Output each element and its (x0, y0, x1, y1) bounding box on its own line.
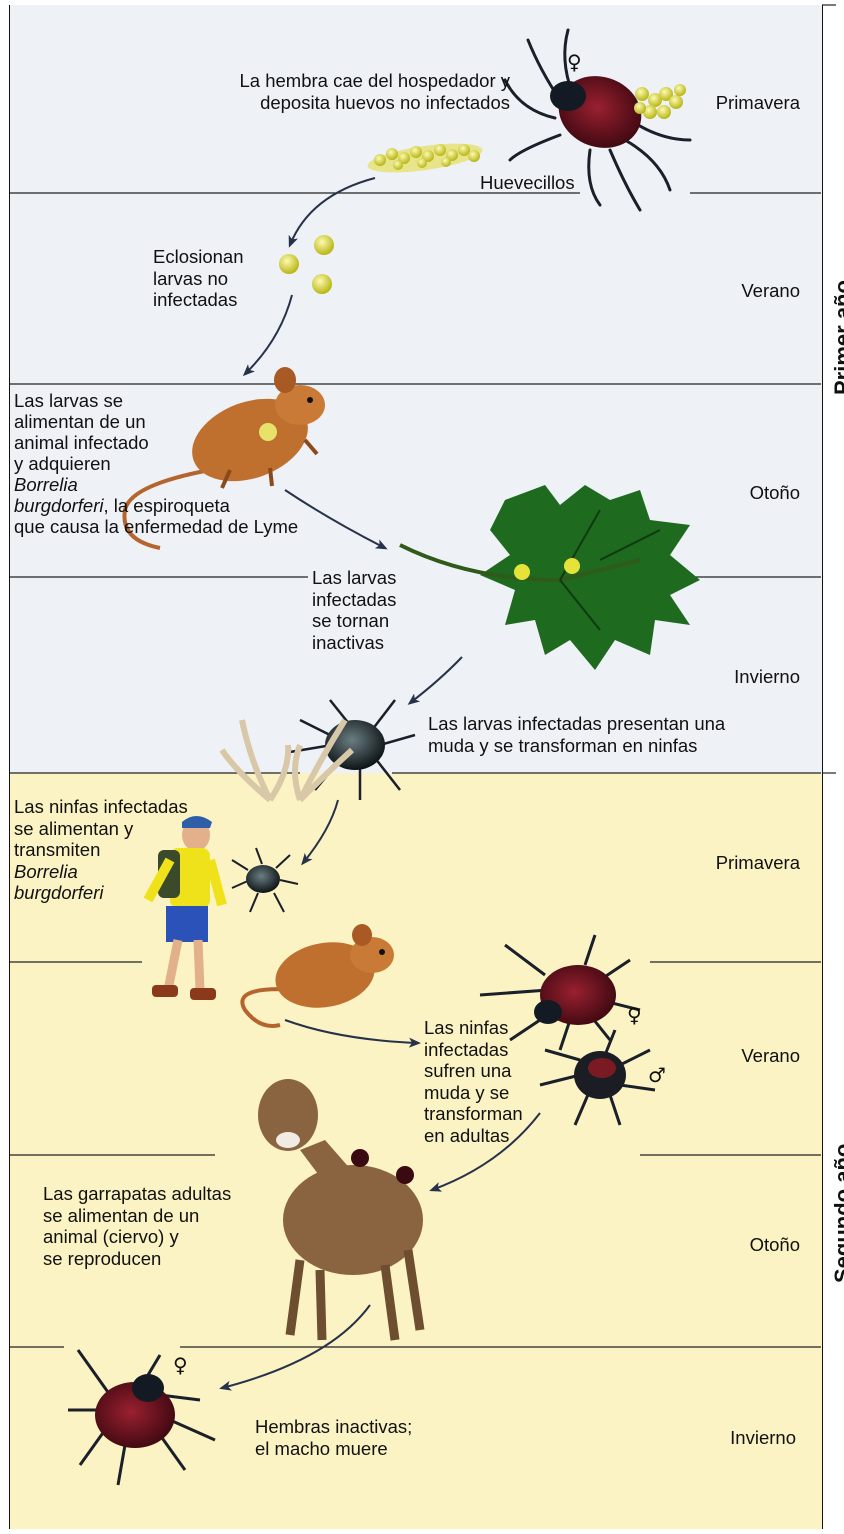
laid-eggs (634, 84, 686, 119)
label-nymph-molt-line1: Las ninfas (424, 1017, 509, 1038)
small-nymph-tick (231, 847, 299, 913)
season-y2-winter: Invierno (730, 1427, 796, 1448)
season-y1-autumn: Otoño (749, 482, 800, 503)
inactive-female-tick (68, 1349, 216, 1486)
small-nymph-body (246, 865, 280, 893)
label-nymph-molt-line4: muda y se (424, 1081, 510, 1103)
infected-mouse (122, 367, 325, 550)
label-larvae-molt-line2: muda y se transforman en ninfas (428, 734, 698, 756)
season-y2-summer: Verano (741, 1045, 800, 1066)
label-adult-feed-line1: Las garrapatas adultas (43, 1183, 232, 1204)
label-adult-feed-line3: animal (ciervo) y (43, 1226, 179, 1247)
male-symbol: ♂ (648, 1063, 666, 1087)
label-nymph-feed-line1: Las ninfas infectadas (14, 796, 188, 817)
lifecycle-arrows (219, 177, 541, 1391)
label-nymph-molt-line6: en adultas (424, 1124, 510, 1146)
egg-cluster (367, 143, 483, 173)
label-larvae-feed-line3: animal infectado (14, 432, 149, 453)
label-inactive: Las larvas infectadas se tornan inactiva… (312, 567, 396, 653)
label-adult-feed-line2: se alimentan de un (43, 1204, 200, 1226)
label-winter-line1: Hembras inactivas; (255, 1416, 413, 1437)
arrow-deer-to-female (219, 1304, 371, 1391)
adult-female-tick (479, 934, 641, 1051)
hatching-larvae (279, 235, 334, 294)
label-winter-inactive: Hembras inactivas; el macho muere (255, 1416, 412, 1459)
season-dividers (10, 4, 836, 1348)
arrow-mouse-to-adults (284, 1019, 421, 1048)
label-inactive-line1: Las larvas (312, 567, 397, 588)
adult-male-tick (539, 1029, 656, 1126)
label-nymph-molt: Las ninfas infectadas sufren una muda y … (424, 1017, 523, 1146)
label-nymph-molt-line3: sufren una (424, 1060, 512, 1081)
label-larvae-feed-italic2: burgdorferi (14, 495, 104, 516)
female-tick-head (550, 81, 586, 111)
label-inactive-line2: infectadas (312, 588, 397, 610)
inactive-female-head (132, 1374, 164, 1402)
season-y1-summer: Verano (741, 280, 800, 301)
arrow-eggs-to-larvae (288, 177, 376, 248)
label-eggs: Huevecillos (480, 172, 575, 193)
label-inactive-line4: inactivas (312, 631, 384, 653)
label-female-drops: La hembra cae del hospedador y deposita … (190, 70, 511, 113)
label-nymph-molt-line5: transforman (424, 1103, 523, 1124)
hiker (143, 816, 227, 1000)
label-larvae-feed-italic1: Borrelia (14, 474, 78, 495)
label-hatch-line1: Eclosionan (153, 246, 244, 267)
arrow-nymph-to-hiker (301, 799, 339, 866)
label-adult-feed-line4: se reproducen (43, 1247, 162, 1269)
arrow-adults-to-deer (429, 1112, 541, 1192)
label-larvae-molt-line1: Las larvas infectadas presentan una (428, 713, 726, 734)
label-larvae-feed: Las larvas se alimentan de un animal inf… (14, 390, 298, 537)
deer (219, 718, 425, 1341)
adult-female-head (534, 1000, 562, 1024)
arrow-larvae-to-mouse (242, 294, 293, 377)
label-nymph-feed-italic2: burgdorferi (14, 882, 104, 903)
label-nymph-feed-italic1: Borrelia (14, 860, 78, 882)
label-adult-feed: Las garrapatas adultas se alimentan de u… (43, 1183, 231, 1269)
label-larvae-molt: Las larvas infectadas presentan una muda… (428, 713, 725, 756)
label-larvae-feed-line2: alimentan de un (14, 411, 146, 432)
adult-male-scutum (588, 1058, 616, 1078)
first-year-label: Primer año (830, 280, 844, 395)
label-hatch-line3: infectadas (153, 289, 238, 310)
season-y2-autumn: Otoño (749, 1234, 800, 1255)
label-female-drops-line1: La hembra cae del hospedador y (239, 70, 511, 91)
arrow-leaf-to-nymph (407, 656, 463, 705)
second-year-label: Segundo año (830, 1143, 844, 1283)
season-y1-winter: Invierno (734, 666, 800, 687)
season-y1-spring: Primavera (715, 92, 800, 113)
label-female-drops-line2: deposita huevos no infectados (260, 91, 510, 113)
label-nymph-feed-line3: transmiten (14, 839, 101, 860)
label-hatch-line2: larvas no (153, 267, 229, 289)
diagram-frame (9, 5, 823, 1529)
arrow-mouse-to-leaf (284, 489, 388, 550)
label-nymph-feed-line2: se alimentan y (14, 817, 134, 839)
season-y2-spring: Primavera (715, 852, 800, 873)
oak-leaf (399, 485, 700, 670)
female-symbol: ♀ (567, 50, 582, 74)
label-larvae-feed-line7: que causa la enfermedad de Lyme (14, 516, 299, 537)
female-symbol-adult: ♀ (627, 1003, 642, 1027)
mouse (240, 924, 394, 1028)
label-winter-line2: el macho muere (255, 1437, 388, 1459)
label-larvae-feed-line4: y adquieren (14, 453, 111, 474)
female-symbol-winter: ♀ (173, 1353, 188, 1377)
label-nymph-feed: Las ninfas infectadas se alimentan y tra… (14, 796, 188, 904)
label-larvae-feed-line1: Las larvas se (14, 390, 123, 411)
label-inactive-line3: se tornan (312, 610, 390, 631)
first-year-band (9, 5, 822, 773)
label-hatch: Eclosionan larvas no infectadas (153, 246, 244, 311)
label-nymph-molt-line2: infectadas (424, 1038, 509, 1060)
label-larvae-feed-line6: , la espiroqueta (103, 495, 230, 516)
